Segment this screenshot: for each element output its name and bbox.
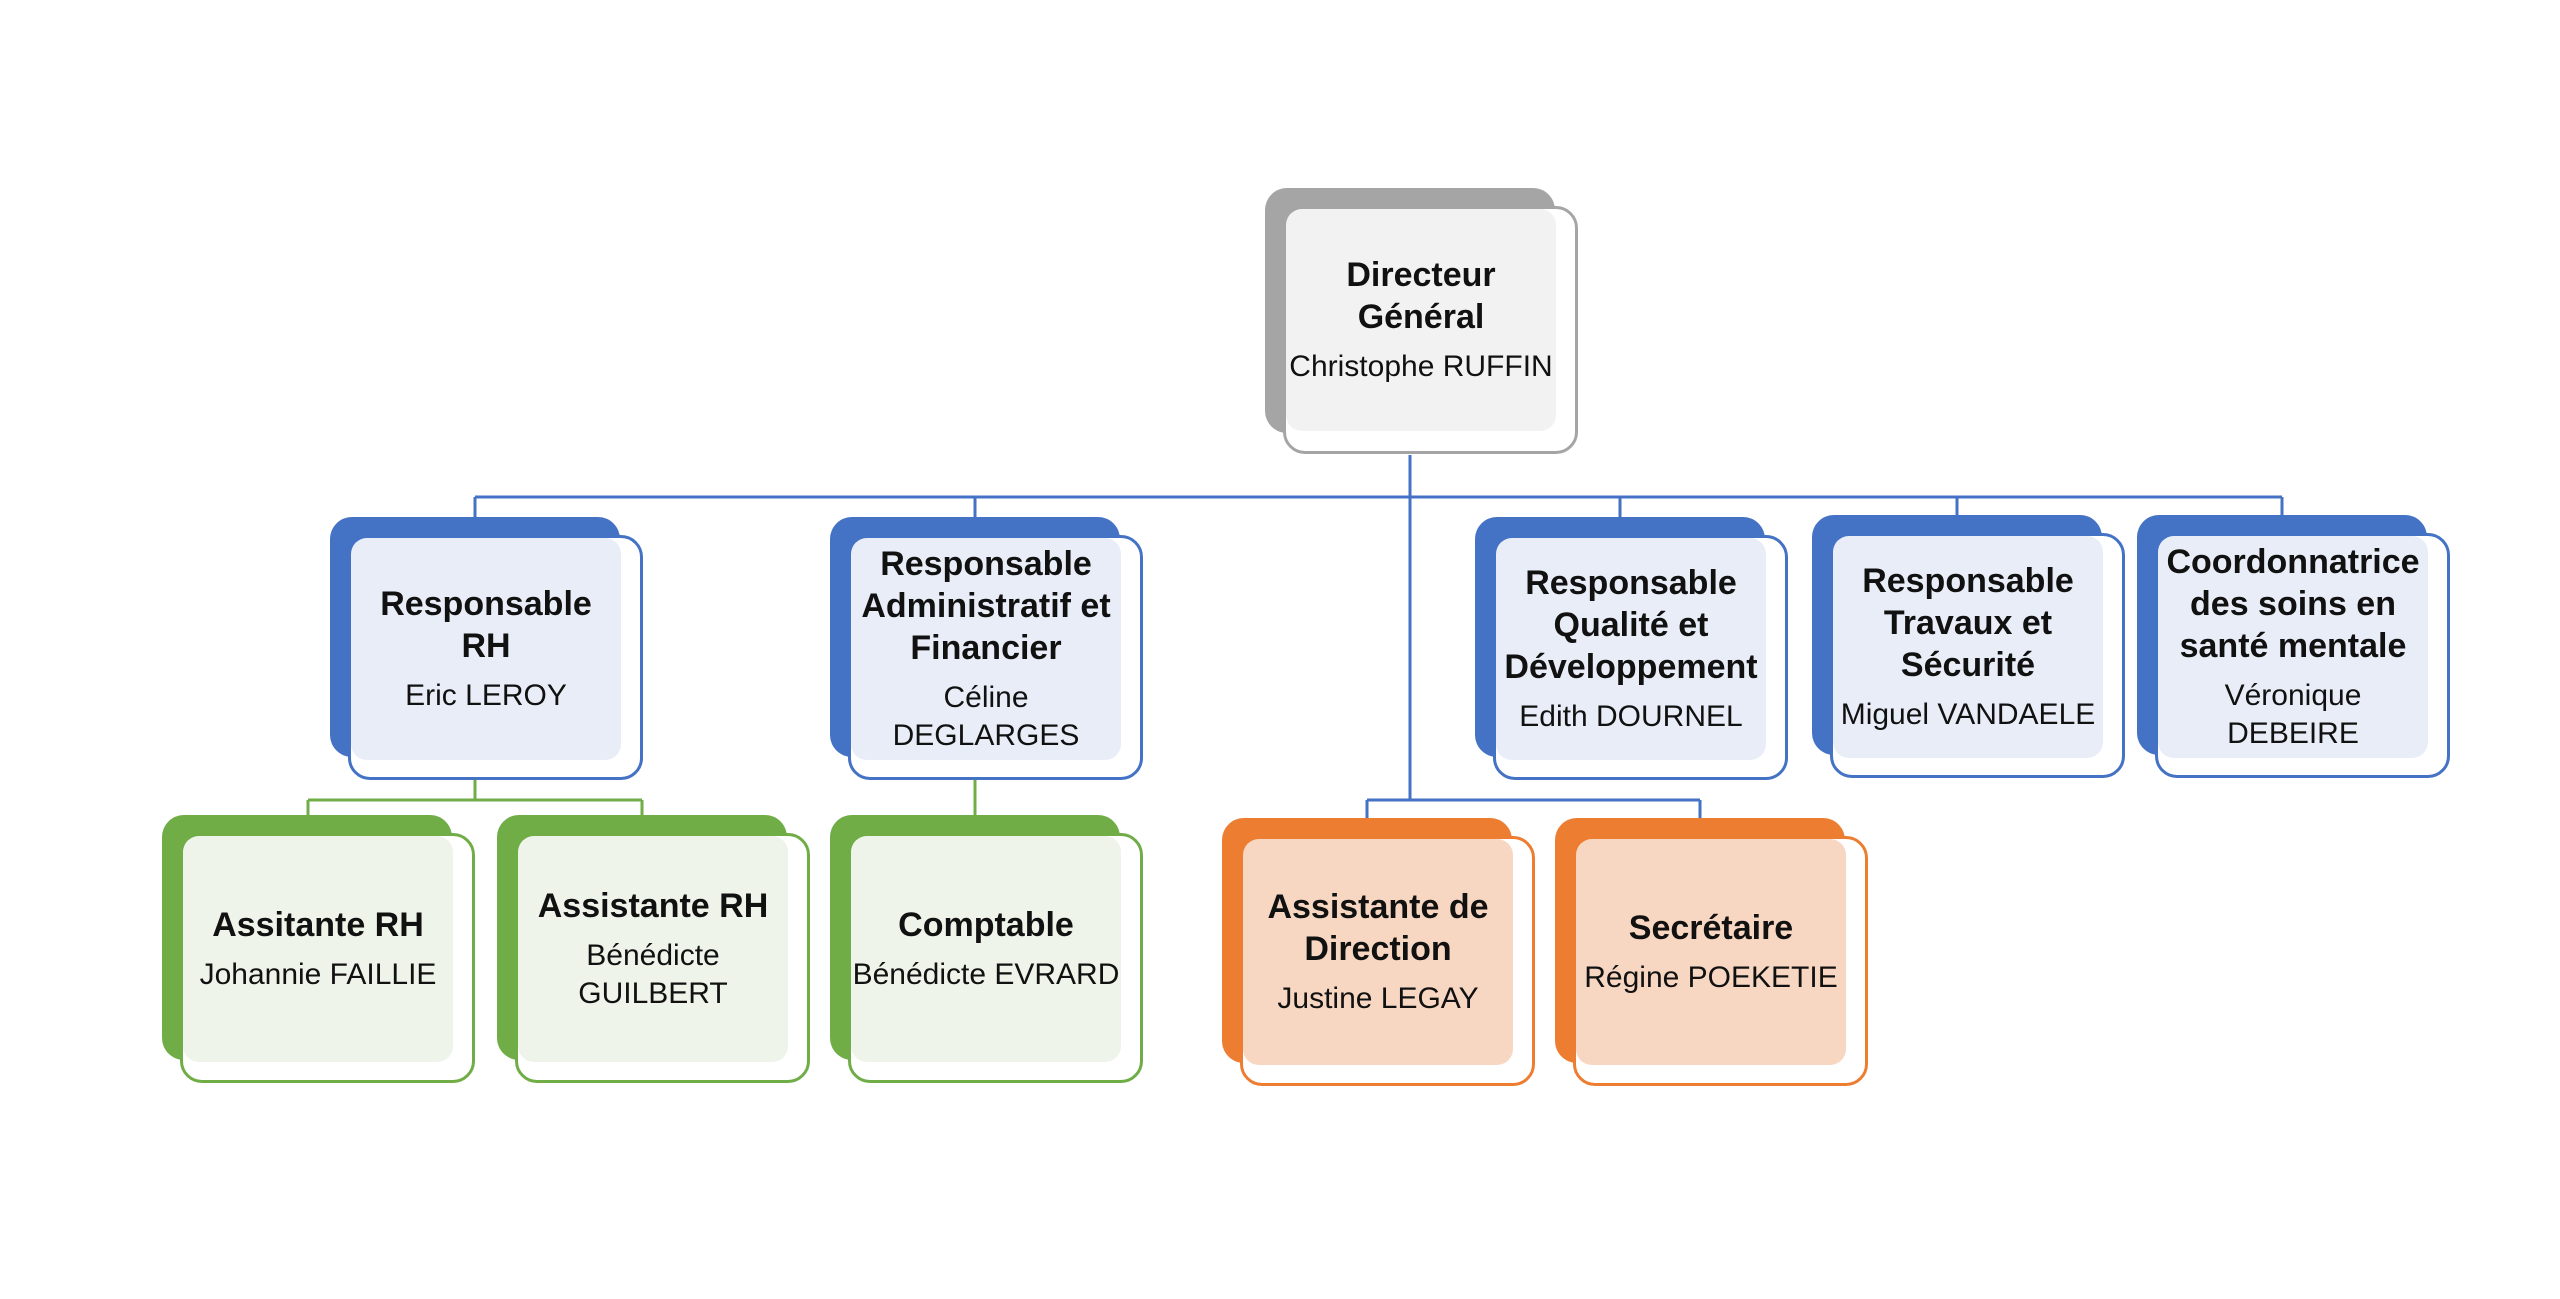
manager-drop-lines xyxy=(473,497,2284,532)
node-title: Assistante de Direction xyxy=(1267,888,1489,968)
node-name: Justine LEGAY xyxy=(1277,982,1479,1015)
node-name: Véronique DEBEIRE xyxy=(2224,679,2362,750)
node-title: Responsable Qualité et Développement xyxy=(1504,564,1758,686)
node-name: Céline DEGLARGES xyxy=(892,681,1080,752)
node-title: Assitante RH xyxy=(212,906,424,944)
direction-staff-bus-line xyxy=(1365,798,1702,818)
node-title: Responsable Administratif et Financier xyxy=(861,545,1111,667)
node-title: Comptable xyxy=(898,906,1074,944)
node-name: Miguel VANDAELE xyxy=(1840,698,2096,731)
node-name: Christophe RUFFIN xyxy=(1289,350,1553,383)
node-title: Responsable RH xyxy=(380,585,592,665)
node-title: Coordonnatrice des soins en santé mental… xyxy=(2166,543,2420,665)
node-title: Directeur Général xyxy=(1346,256,1496,336)
node-title: Responsable Travaux et Sécurité xyxy=(1862,562,2074,684)
node-title: Secrétaire xyxy=(1628,909,1794,947)
node-name: Edith DOURNEL xyxy=(1519,700,1743,733)
node-name: Bénédicte GUILBERT xyxy=(578,939,728,1010)
node-title: Assistante RH xyxy=(537,887,769,925)
hr-staff-bus-line xyxy=(306,780,644,818)
node-name: Johannie FAILLIE xyxy=(199,958,437,991)
node-name: Régine POEKETIE xyxy=(1584,961,1838,994)
node-name: Eric LEROY xyxy=(405,679,567,712)
node-name: Bénédicte EVRARD xyxy=(852,958,1120,991)
